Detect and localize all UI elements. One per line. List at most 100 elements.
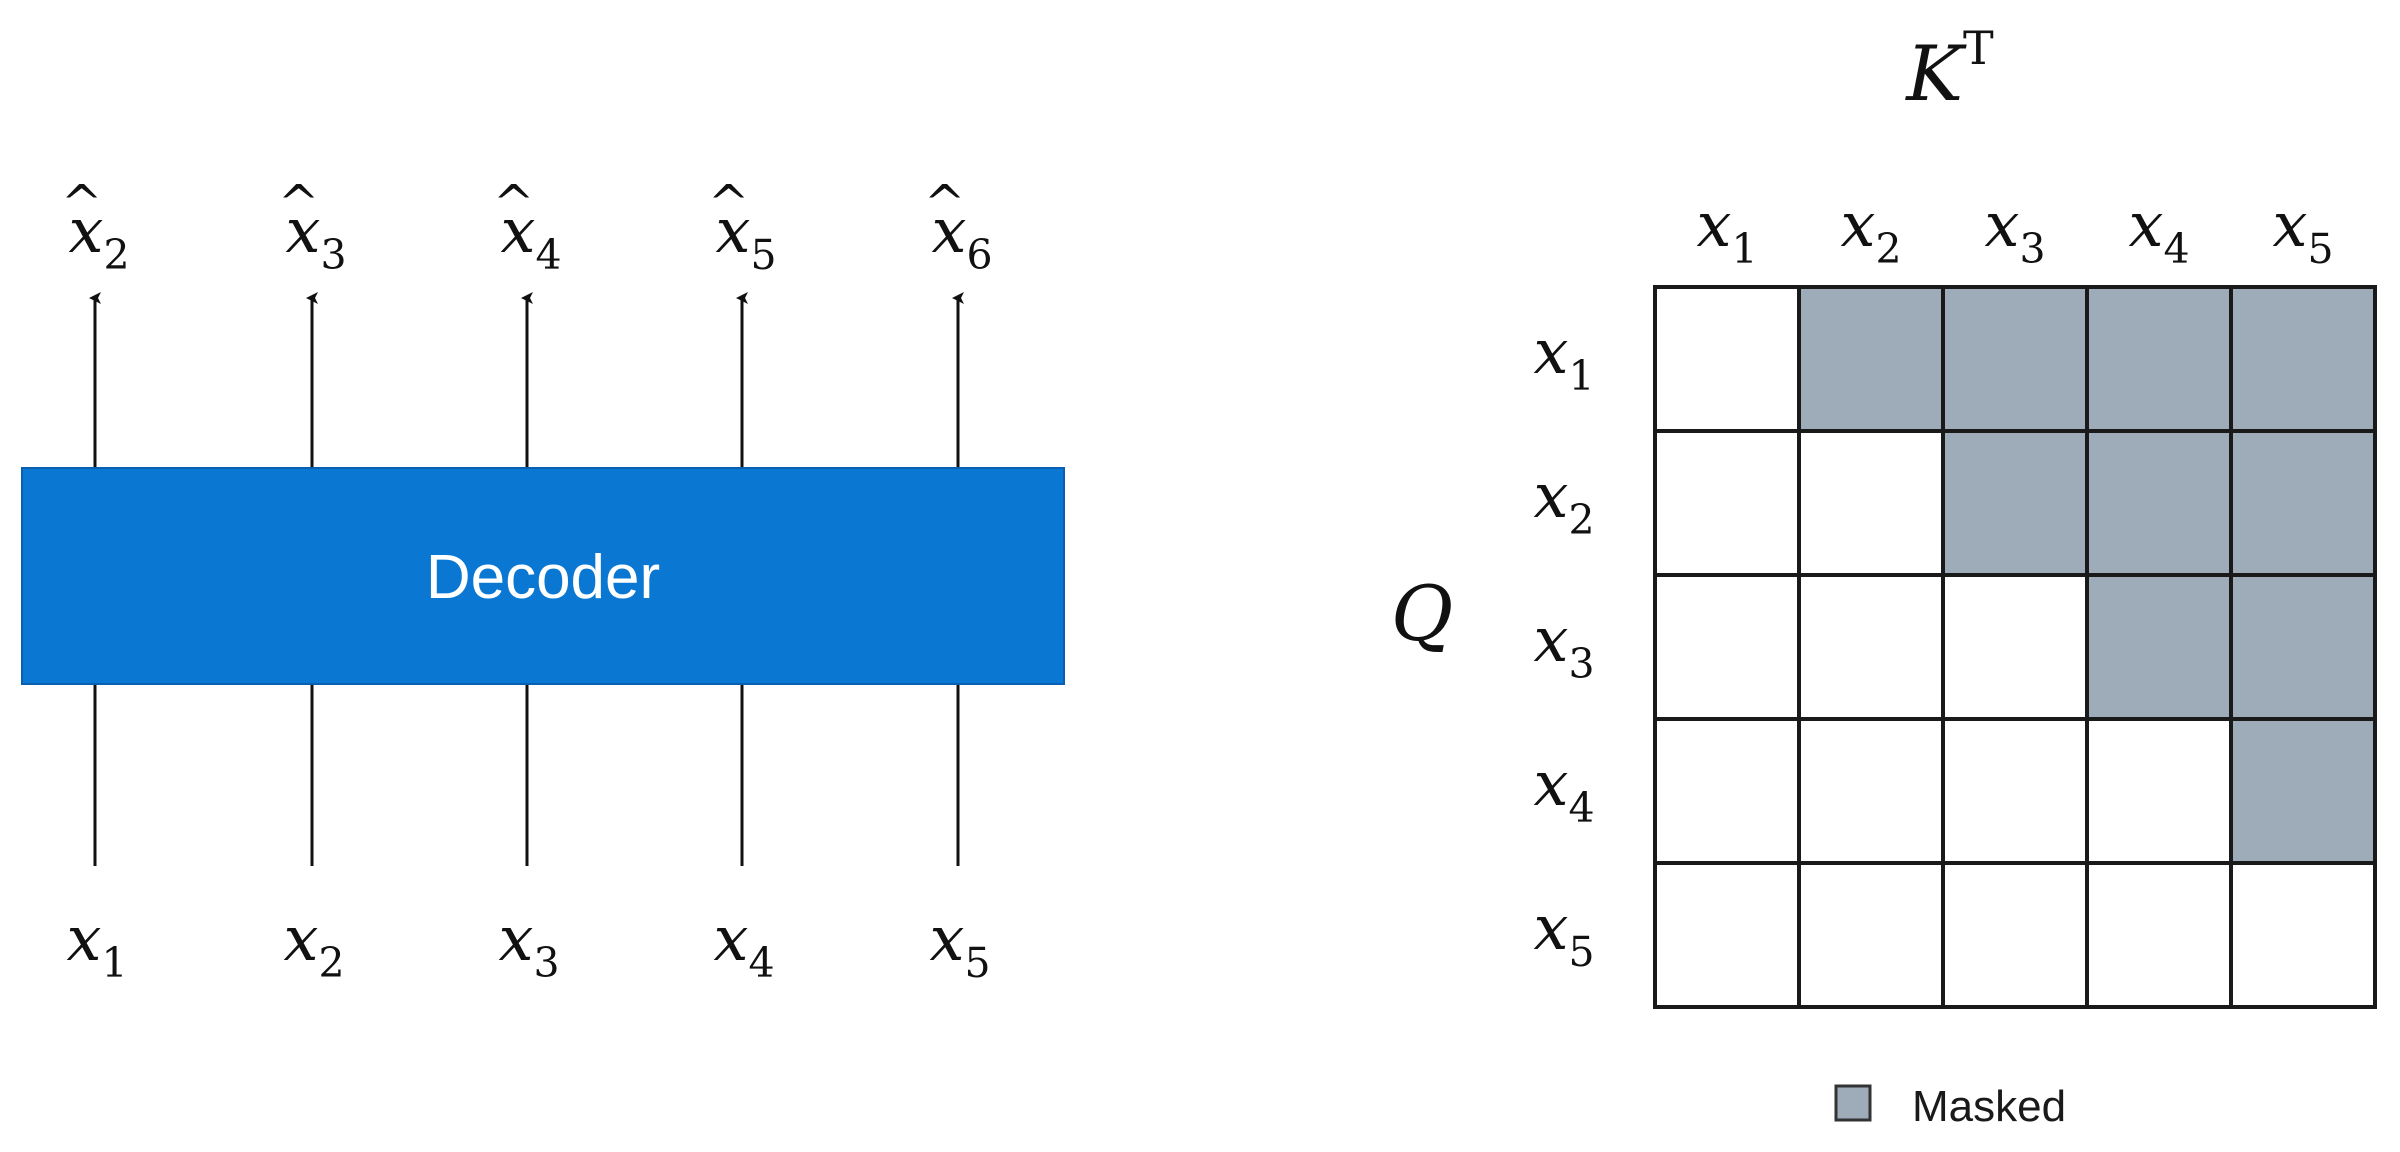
- input-label-4: x4: [713, 902, 774, 987]
- unmasked-cell: [1941, 861, 2089, 1009]
- masked-cell: [1941, 429, 2089, 577]
- column-label-4-subscript: 4: [2163, 225, 2189, 273]
- output-label-1-subscript: 2: [103, 231, 129, 279]
- unmasked-cell: [2085, 861, 2233, 1009]
- masked-cell: [2229, 429, 2377, 577]
- output-label-1: x2: [68, 194, 129, 279]
- output-label-5-subscript: 6: [966, 231, 992, 279]
- column-label-5-subscript: 5: [2307, 225, 2333, 273]
- unmasked-cell: [1653, 717, 1801, 865]
- decoder-label: Decoder: [426, 543, 660, 612]
- masked-cell: [2085, 429, 2233, 577]
- row-label-1-subscript: 1: [1568, 352, 1594, 400]
- row-label-4-base: x: [1533, 747, 1568, 820]
- row-label-3-subscript: 3: [1568, 640, 1594, 688]
- output-label-1-hat: ^: [61, 174, 103, 232]
- input-label-5-base: x: [929, 902, 964, 975]
- input-label-3-base: x: [498, 902, 533, 975]
- kt-label: KT: [1904, 21, 1994, 118]
- row-label-1-base: x: [1533, 315, 1568, 388]
- unmasked-cell: [1653, 861, 1801, 1009]
- unmasked-cell: [1653, 429, 1801, 577]
- output-label-1-base: x: [68, 194, 103, 267]
- column-label-1: x1: [1696, 188, 1757, 273]
- output-label-2-hat: ^: [278, 174, 320, 232]
- input-label-4-subscript: 4: [748, 939, 774, 987]
- column-label-1-base: x: [1696, 188, 1731, 261]
- column-label-2: x2: [1840, 188, 1901, 273]
- unmasked-cell: [2085, 717, 2233, 865]
- legend-swatch: [1834, 1084, 1872, 1122]
- input-label-2: x2: [283, 902, 344, 987]
- output-label-4-hat: ^: [708, 174, 750, 232]
- column-label-4-base: x: [2128, 188, 2163, 261]
- output-label-3: x4: [500, 194, 561, 279]
- input-label-1: x1: [66, 902, 127, 987]
- row-label-1: x1: [1533, 315, 1594, 400]
- output-label-4-base: x: [715, 194, 750, 267]
- masked-cell: [2229, 573, 2377, 721]
- output-label-2-base: x: [285, 194, 320, 267]
- kt-base: K: [1904, 29, 1967, 118]
- decoder-arrows: [89, 292, 964, 866]
- column-label-5: x5: [2272, 188, 2333, 273]
- row-label-5-base: x: [1533, 891, 1568, 964]
- svg-text:KT: KT: [1904, 21, 1994, 118]
- output-label-4: x5: [715, 194, 776, 279]
- legend-label: Masked: [1912, 1082, 2066, 1131]
- output-label-5-base: x: [931, 194, 966, 267]
- legend: Masked: [1834, 1082, 2066, 1131]
- masked-cell: [1941, 285, 2089, 433]
- output-label-5: x6: [931, 194, 992, 279]
- input-label-2-base: x: [283, 902, 318, 975]
- masked-cell: [2085, 285, 2233, 433]
- unmasked-cell: [1653, 573, 1801, 721]
- output-label-2: x3: [285, 194, 346, 279]
- unmasked-cell: [2229, 861, 2377, 1009]
- output-label-3-base: x: [500, 194, 535, 267]
- q-label: Q: [1391, 569, 1453, 658]
- input-label-5-subscript: 5: [964, 939, 990, 987]
- unmasked-cell: [1797, 429, 1945, 577]
- row-label-3: x3: [1533, 603, 1594, 688]
- row-label-4: x4: [1533, 747, 1594, 832]
- column-label-3-subscript: 3: [2019, 225, 2045, 273]
- kt-superscript: T: [1963, 21, 1994, 75]
- unmasked-cell: [1797, 573, 1945, 721]
- output-label-3-subscript: 4: [535, 231, 561, 279]
- unmasked-cell: [1653, 285, 1801, 433]
- row-label-2: x2: [1533, 459, 1594, 544]
- masked-cell: [2229, 285, 2377, 433]
- column-label-2-base: x: [1840, 188, 1875, 261]
- column-label-4: x4: [2128, 188, 2189, 273]
- unmasked-cell: [1941, 573, 2089, 721]
- row-label-3-base: x: [1533, 603, 1568, 676]
- column-label-3: x3: [1984, 188, 2045, 273]
- input-label-4-base: x: [713, 902, 748, 975]
- row-label-5-subscript: 5: [1568, 928, 1594, 976]
- input-label-1-base: x: [66, 902, 101, 975]
- decoder-output-labels: x2^x3^x4^x5^x6^: [61, 174, 993, 279]
- column-label-2-subscript: 2: [1875, 225, 1901, 273]
- row-label-2-subscript: 2: [1568, 496, 1594, 544]
- unmasked-cell: [1797, 717, 1945, 865]
- input-label-2-subscript: 2: [318, 939, 344, 987]
- unmasked-cell: [1941, 717, 2089, 865]
- input-label-3: x3: [498, 902, 559, 987]
- output-label-4-subscript: 5: [750, 231, 776, 279]
- row-label-5: x5: [1533, 891, 1594, 976]
- column-label-3-base: x: [1984, 188, 2019, 261]
- masked-cell: [2085, 573, 2233, 721]
- output-label-5-hat: ^: [924, 174, 966, 232]
- input-label-1-subscript: 1: [101, 939, 127, 987]
- masked-cell: [2229, 717, 2377, 865]
- row-label-2-base: x: [1533, 459, 1568, 532]
- mask-matrix-grid: [1653, 285, 2377, 1009]
- decoder-block: [21, 467, 1065, 685]
- unmasked-cell: [1797, 861, 1945, 1009]
